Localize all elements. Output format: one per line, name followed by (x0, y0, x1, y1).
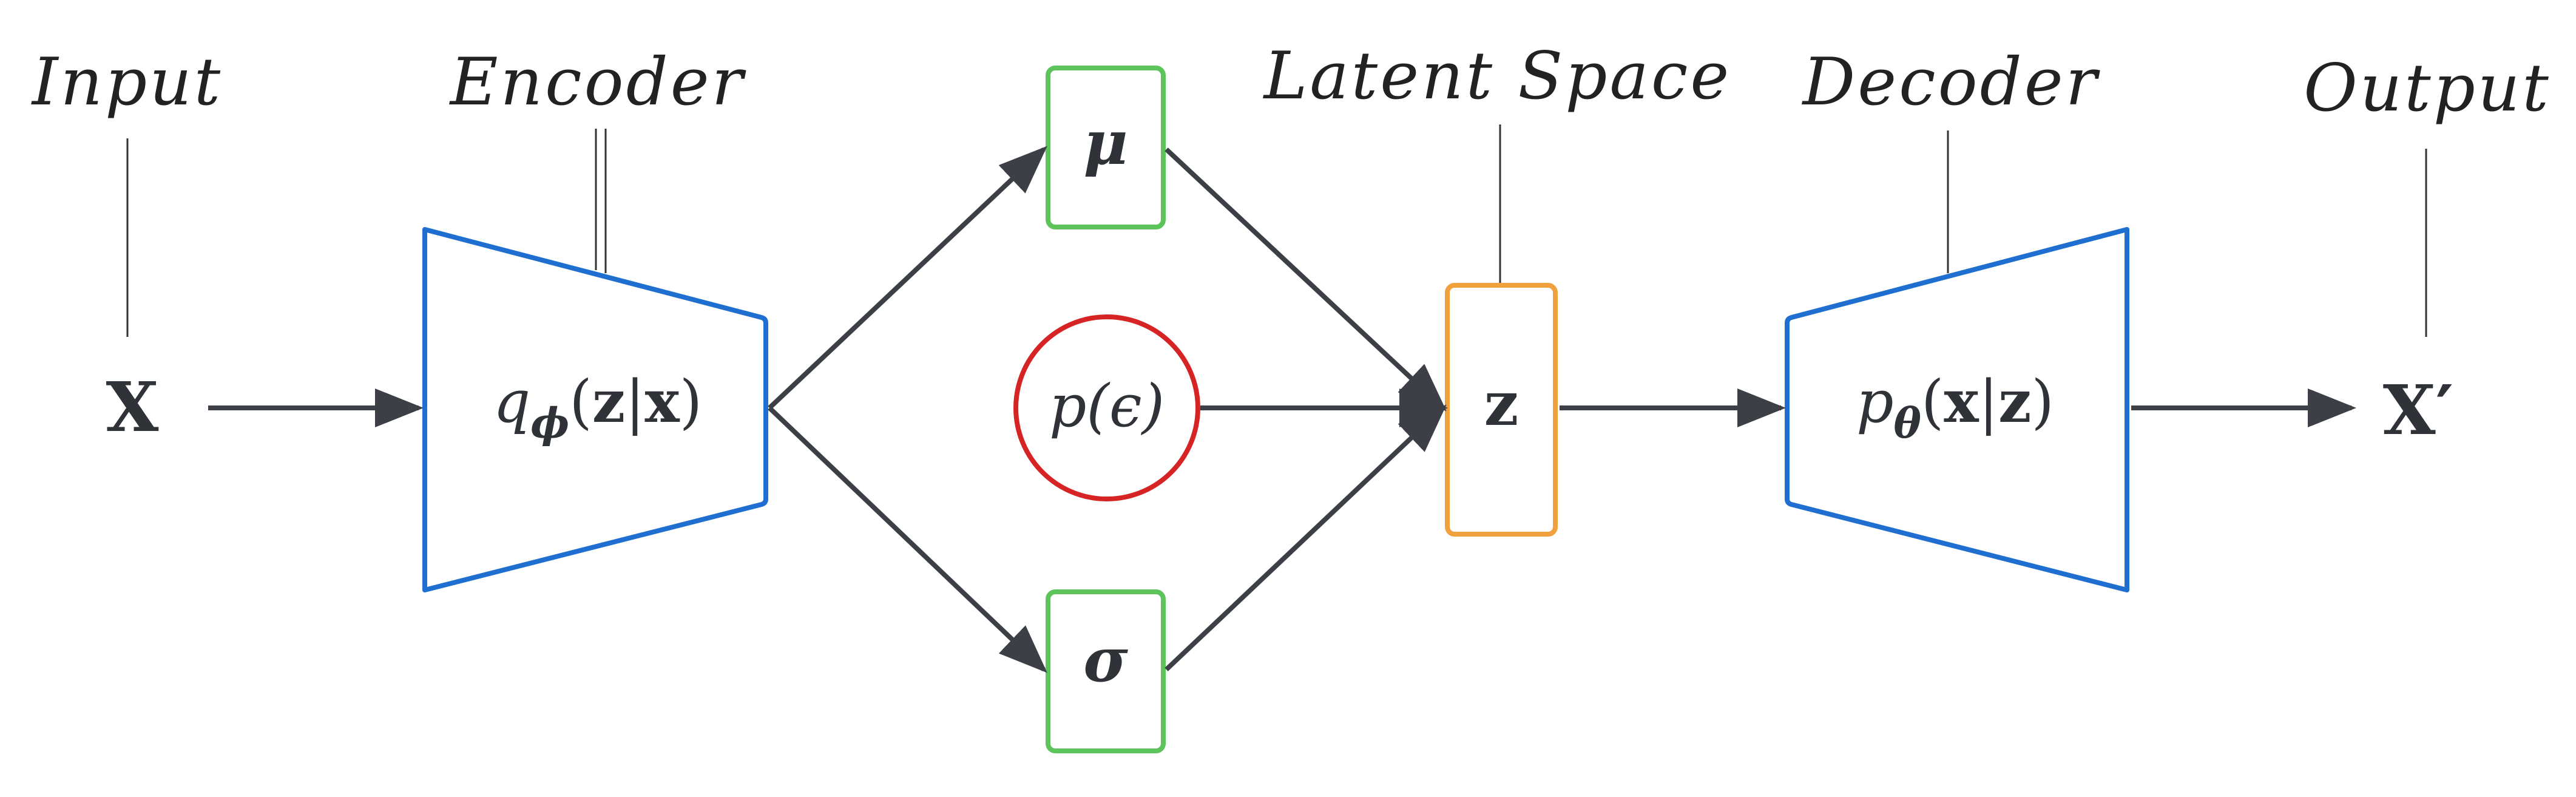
input-caption: Input (31, 44, 223, 120)
decoder-formula: pθ(x|z) (1856, 367, 2054, 448)
arrow-mu-to-z (1165, 148, 1447, 412)
encoder-open: ( (569, 368, 592, 436)
encoder-bar: | (625, 368, 644, 436)
prior-circle (1013, 314, 1200, 501)
decoder-fn: p (1856, 368, 1893, 436)
mu-label: μ (1083, 107, 1127, 178)
decoder-caption: Decoder (1802, 44, 2100, 120)
decoder-var-x: x (1944, 367, 1979, 436)
input-x-symbol: X (106, 368, 159, 447)
encoder-close: ) (680, 368, 702, 436)
decoder-open: ( (1921, 368, 1944, 436)
encoder-fn: q (493, 368, 530, 436)
encoder-subscript: ϕ (530, 399, 569, 448)
input-x-label: X (106, 368, 159, 447)
mu-box (1046, 66, 1166, 229)
output-caption: Output (2304, 50, 2551, 126)
prior-formula: p(ϵ) (1049, 372, 1165, 440)
decoder-bar: | (1979, 368, 1998, 436)
decoder-var-z: z (1998, 367, 2032, 436)
arrow-sigma-to-z (1165, 404, 1447, 671)
arrow-encoder-to-mu (768, 146, 1047, 410)
output-x-label: X′ (2383, 371, 2453, 450)
decoder-close: ) (2031, 368, 2054, 436)
encoder-var-x: x (645, 367, 680, 436)
arrow-encoder-to-sigma (768, 406, 1047, 673)
decoder-subscript: θ (1894, 399, 1922, 448)
sigma-box (1046, 589, 1166, 753)
prior-fn: p (1049, 372, 1086, 440)
latent-space-caption: Latent Space (1263, 38, 1732, 114)
output-x-symbol: X (2383, 371, 2436, 450)
decoder-trapezoid (1785, 227, 2129, 592)
latent-z-label: z (1484, 368, 1519, 439)
encoder-var-z: z (592, 367, 626, 436)
output-x-prime: ′ (2436, 371, 2454, 450)
encoder-formula: qϕ(z|x) (493, 367, 702, 448)
sigma-label: σ (1083, 624, 1128, 696)
encoder-caption: Encoder (449, 44, 746, 120)
prior-arg: (ϵ) (1086, 372, 1165, 440)
encoder-trapezoid (422, 227, 768, 592)
